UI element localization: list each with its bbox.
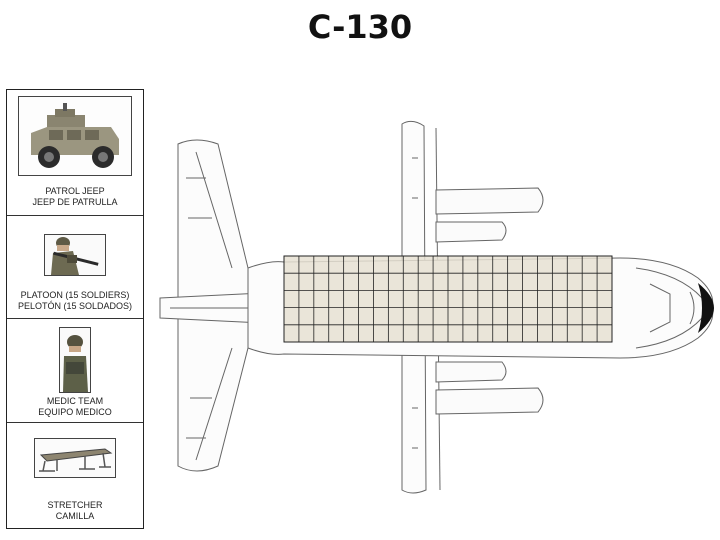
- medic-image: [59, 327, 91, 393]
- legend-label-platoon: PLATOON (15 SOLDIERS) PELOTÓN (15 SOLDAD…: [17, 290, 133, 311]
- aircraft-diagram: [159, 120, 714, 494]
- legend-label-stretcher: STRETCHER CAMILLA: [47, 500, 103, 521]
- cargo-grid: [283, 255, 613, 343]
- stretcher-image: [34, 438, 116, 478]
- legend-item-platoon[interactable]: PLATOON (15 SOLDIERS) PELOTÓN (15 SOLDAD…: [7, 216, 143, 319]
- legend-item-patrol-jeep[interactable]: PATROL JEEP JEEP DE PATRULLA: [7, 90, 143, 216]
- legend-item-stretcher[interactable]: STRETCHER CAMILLA: [7, 423, 143, 528]
- legend-panel: PATROL JEEP JEEP DE PATRULLA PLATOON (15…: [6, 89, 144, 529]
- legend-item-medic-team[interactable]: MEDIC TEAM EQUIPO MEDICO: [7, 319, 143, 423]
- page-title: C-130: [307, 8, 413, 46]
- legend-label-patrol-jeep: PATROL JEEP JEEP DE PATRULLA: [32, 186, 118, 207]
- soldier-image: [44, 234, 106, 276]
- jeep-image: [18, 96, 132, 176]
- legend-label-medic-team: MEDIC TEAM EQUIPO MEDICO: [38, 396, 112, 417]
